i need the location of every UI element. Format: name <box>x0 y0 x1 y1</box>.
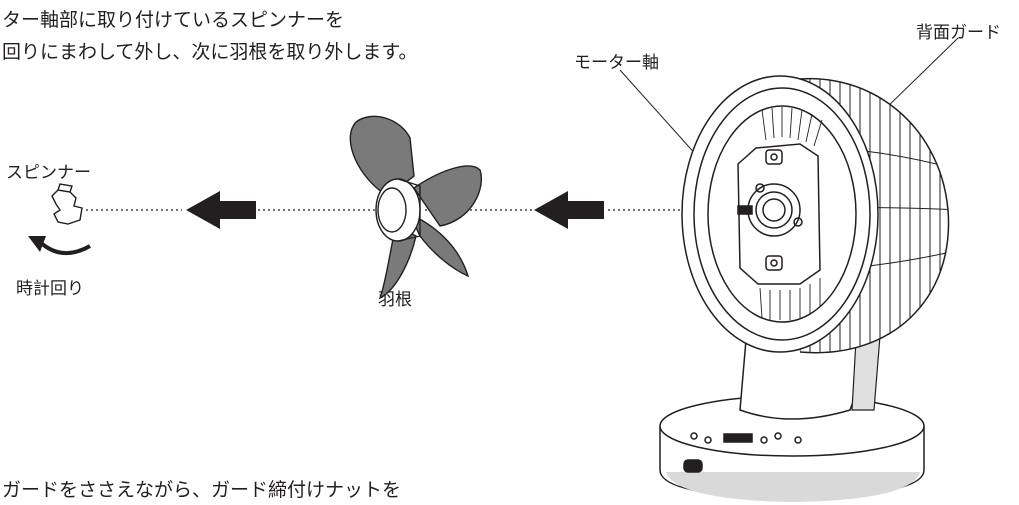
spinner-label: スピンナー <box>6 163 91 183</box>
clockwise-arrow-icon <box>28 236 91 255</box>
fan-stand <box>739 339 878 420</box>
blade-label: 羽根 <box>378 290 412 310</box>
clockwise-label: 時計回り <box>16 279 84 299</box>
motor-shaft-label: モーター軸 <box>574 53 659 73</box>
rear-guard-label: 背面ガード <box>916 23 1001 43</box>
instruction-line-1: ター軸部に取り付けているスピンナーを <box>2 9 345 31</box>
spinner-icon <box>51 183 83 225</box>
instruction-line-3: ガードをささえながら、ガード締付けナットを <box>2 479 402 501</box>
arrow-left-icon <box>186 191 256 229</box>
fan-blade-icon <box>349 115 482 300</box>
arrow-left-icon <box>534 191 604 229</box>
instruction-line-2: 回りにまわして外し、次に羽根を取り外します。 <box>2 41 418 63</box>
rear-guard-leader <box>881 37 959 113</box>
fan-housing-front <box>681 75 879 353</box>
fan-base <box>659 395 925 502</box>
